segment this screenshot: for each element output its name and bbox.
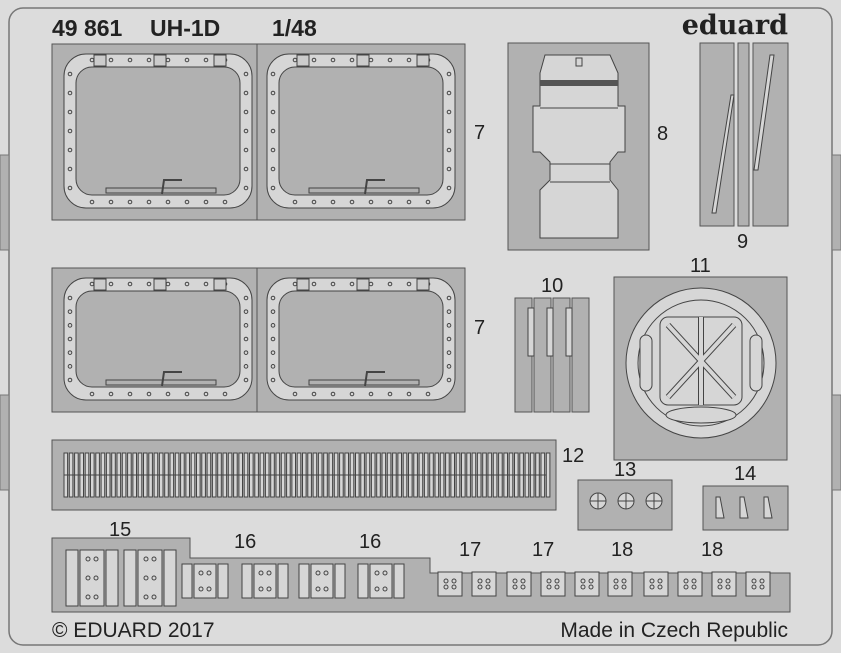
hinge — [546, 307, 554, 357]
bracket — [715, 496, 725, 519]
latch-handle — [364, 179, 385, 195]
tread-plate — [677, 571, 703, 597]
tread-plate — [79, 549, 105, 607]
part-label: 12 — [562, 445, 584, 467]
part-14-brackets — [702, 485, 789, 531]
frame-tab — [831, 154, 841, 251]
eduard-logo: eduard — [682, 10, 788, 41]
tread-plate — [310, 563, 334, 599]
hinge — [565, 307, 573, 357]
part-7-window-panel — [51, 267, 466, 413]
window-opening — [75, 66, 241, 196]
set-number: 49 861 — [52, 15, 123, 41]
part-label: 17 — [532, 539, 554, 561]
tread-plate — [574, 571, 600, 597]
tread-plate — [471, 571, 497, 597]
frame-tab — [0, 154, 10, 251]
window-opening — [278, 66, 444, 196]
part-label: 17 — [459, 539, 481, 561]
hinge-plate — [93, 278, 107, 291]
window-latch — [308, 187, 420, 194]
fret-border — [8, 7, 833, 646]
part-label: 14 — [734, 463, 756, 485]
hinge-strip — [571, 297, 590, 413]
part-label: 18 — [611, 539, 633, 561]
hinge-plate — [213, 54, 227, 67]
window-latch — [105, 187, 217, 194]
tread-plate — [643, 571, 669, 597]
part-label: 7 — [474, 317, 485, 339]
country-of-origin: Made in Czech Republic — [560, 619, 788, 642]
tread-plate — [745, 571, 771, 597]
part-9-strips — [699, 42, 789, 227]
part-11-round-hatch — [613, 276, 788, 461]
tread-plate — [437, 571, 463, 597]
hinge-plate — [356, 54, 370, 67]
tread-plate — [193, 563, 217, 599]
hinge — [527, 307, 535, 357]
part-label: 15 — [109, 519, 131, 541]
part-label: 8 — [657, 123, 668, 145]
latch-handle — [161, 371, 182, 387]
hinge-plate — [153, 278, 167, 291]
hinge-plate — [296, 54, 310, 67]
part-label: 7 — [474, 122, 485, 144]
frame-tab — [831, 394, 841, 491]
part-label: 11 — [690, 255, 711, 277]
part-label: 16 — [234, 531, 256, 553]
part-7-window-panel — [51, 43, 466, 221]
part-label: 10 — [541, 275, 563, 297]
hinge-plate — [93, 54, 107, 67]
part-label: 9 — [737, 231, 748, 253]
latch-handle — [161, 179, 182, 195]
tread-plate — [607, 571, 633, 597]
hinge-plate — [416, 278, 430, 291]
part-label: 18 — [701, 539, 723, 561]
part-label: 16 — [359, 531, 381, 553]
frame-tab — [0, 394, 10, 491]
hinge-plate — [296, 278, 310, 291]
scale: 1/48 — [272, 15, 317, 41]
copyright: © EDUARD 2017 — [52, 619, 215, 642]
grille-bar — [545, 452, 551, 498]
window-latch — [105, 379, 217, 386]
model-name: UH-1D — [150, 15, 220, 41]
tread-plate — [253, 563, 277, 599]
part-label: 13 — [614, 459, 636, 481]
hinge-plate — [153, 54, 167, 67]
part-13-wheels — [577, 479, 673, 531]
tread-plate — [506, 571, 532, 597]
part-10-hinges — [514, 297, 590, 413]
bracket — [763, 496, 773, 519]
window-opening — [278, 290, 444, 388]
tread-plate — [369, 563, 393, 599]
hinge-plate — [416, 54, 430, 67]
tread-plate — [137, 549, 163, 607]
parts-15-18-row — [51, 537, 791, 613]
hinge-plate — [356, 278, 370, 291]
part-12-grille-strip — [51, 439, 557, 511]
hinge-plate — [213, 278, 227, 291]
bracket — [739, 496, 749, 519]
part-8-panel — [507, 42, 650, 251]
tread-plate — [540, 571, 566, 597]
tread-plate — [711, 571, 737, 597]
window-opening — [75, 290, 241, 388]
fret-strip — [51, 537, 791, 613]
window-latch — [308, 379, 420, 386]
latch-handle — [364, 371, 385, 387]
